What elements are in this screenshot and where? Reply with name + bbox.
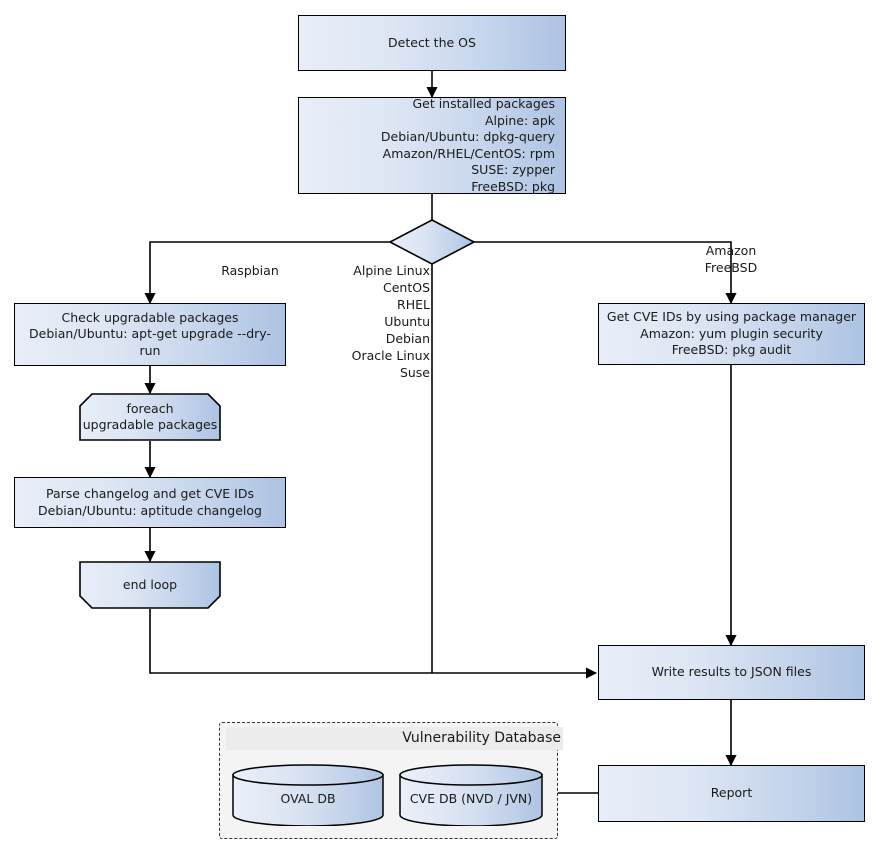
node-report[interactable]: Report	[598, 765, 865, 822]
vulnerability-database-title: Vulnerability Database	[226, 727, 563, 750]
node-report-label: Report	[710, 785, 753, 801]
node-get-cve-ids[interactable]: Get CVE IDs by using package manager Ama…	[598, 303, 865, 365]
edge-label-middle-distros: Alpine Linux CentOS RHEL Ubuntu Debian O…	[351, 263, 430, 380]
node-detect-the-os[interactable]: Detect the OS	[298, 15, 566, 71]
node-detect-the-os-label: Detect the OS	[388, 34, 476, 50]
db-cylinder-cve[interactable]	[399, 764, 543, 826]
db-cylinder-oval[interactable]	[232, 764, 384, 826]
node-os-decision[interactable]	[388, 218, 476, 266]
node-get-installed-packages-label: Get installed packages Alpine: apk Debia…	[380, 96, 555, 194]
node-parse-changelog[interactable]: Parse changelog and get CVE IDs Debian/U…	[14, 477, 286, 528]
node-check-upgradable-packages-label: Check upgradable packages Debian/Ubuntu:…	[29, 309, 271, 358]
node-end-loop[interactable]: end loop	[79, 561, 221, 609]
node-parse-changelog-label: Parse changelog and get CVE IDs Debian/U…	[38, 486, 262, 518]
edge-endloop-to-write	[149, 609, 598, 679]
edge-label-amazon-freebsd: Amazon FreeBSD	[704, 243, 758, 275]
node-write-results[interactable]: Write results to JSON files	[598, 645, 865, 700]
node-foreach-loop-start[interactable]: foreach upgradable packages	[79, 393, 221, 441]
node-get-installed-packages[interactable]: Get installed packages Alpine: apk Debia…	[298, 96, 566, 194]
node-get-cve-ids-label: Get CVE IDs by using package manager Ama…	[606, 309, 857, 358]
node-check-upgradable-packages[interactable]: Check upgradable packages Debian/Ubuntu:…	[14, 303, 286, 366]
node-write-results-label: Write results to JSON files	[651, 664, 812, 680]
